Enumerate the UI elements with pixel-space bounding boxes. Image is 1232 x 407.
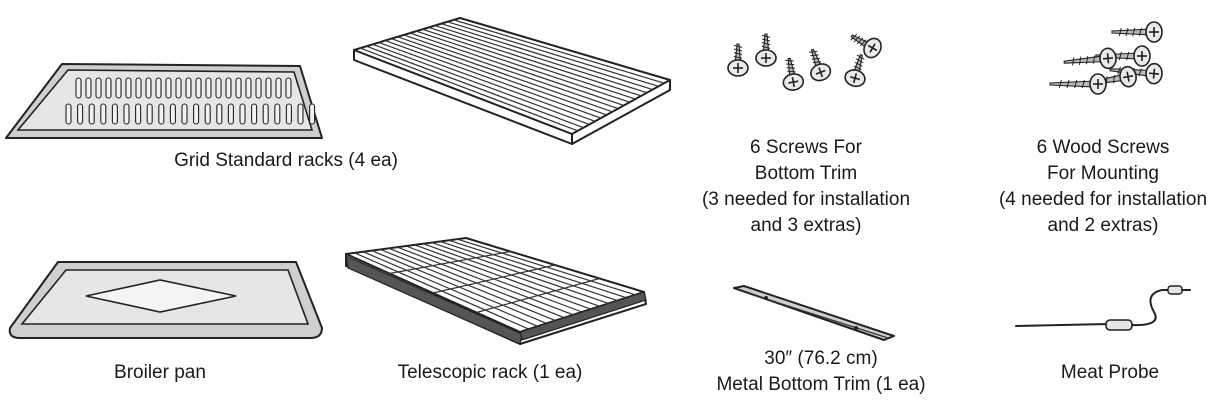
meat-probe-illustration [1015,285,1191,331]
bottom-trim-illustration [733,285,895,341]
wood-screws-caption: 6 Wood Screws For Mounting (4 needed for… [974,135,1232,239]
wood-screws-illustration [1049,21,1163,95]
grid-racks-caption: Grid Standard racks (4 ea) [174,150,398,171]
trim-screws-line-1: 6 Screws For [750,137,862,158]
bottom-trim-caption: 30″ (76.2 cm) Metal Bottom Trim (1 ea) [686,346,956,398]
meat-probe-caption: Meat Probe [1060,362,1160,383]
trim-screws-line-4: and 3 extras) [750,215,862,236]
wood-screws-line-1: 6 Wood Screws [1036,137,1170,158]
wood-screws-line-4: and 2 extras) [1047,215,1159,236]
trim-screws-line-2: Bottom Trim [754,163,858,184]
wood-screws-line-2: For Mounting [1047,163,1159,184]
trim-screws-illustration [727,33,882,91]
telescopic-rack-illustration [345,237,647,345]
trim-screws-line-3: (3 needed for installation [701,189,911,210]
wire-rack-illustration [353,17,671,145]
wood-screws-line-3: (4 needed for installation [998,189,1208,210]
broiler-pan-caption: Broiler pan [114,362,206,383]
telescopic-rack-caption: Telescopic rack (1 ea) [397,362,583,383]
grid-tray-illustration [5,63,323,139]
broiler-pan-illustration [8,261,323,339]
bottom-trim-line-1: 30″ (76.2 cm) [764,348,878,369]
trim-screws-caption: 6 Screws For Bottom Trim (3 needed for i… [676,135,936,239]
bottom-trim-line-2: Metal Bottom Trim (1 ea) [716,374,926,395]
